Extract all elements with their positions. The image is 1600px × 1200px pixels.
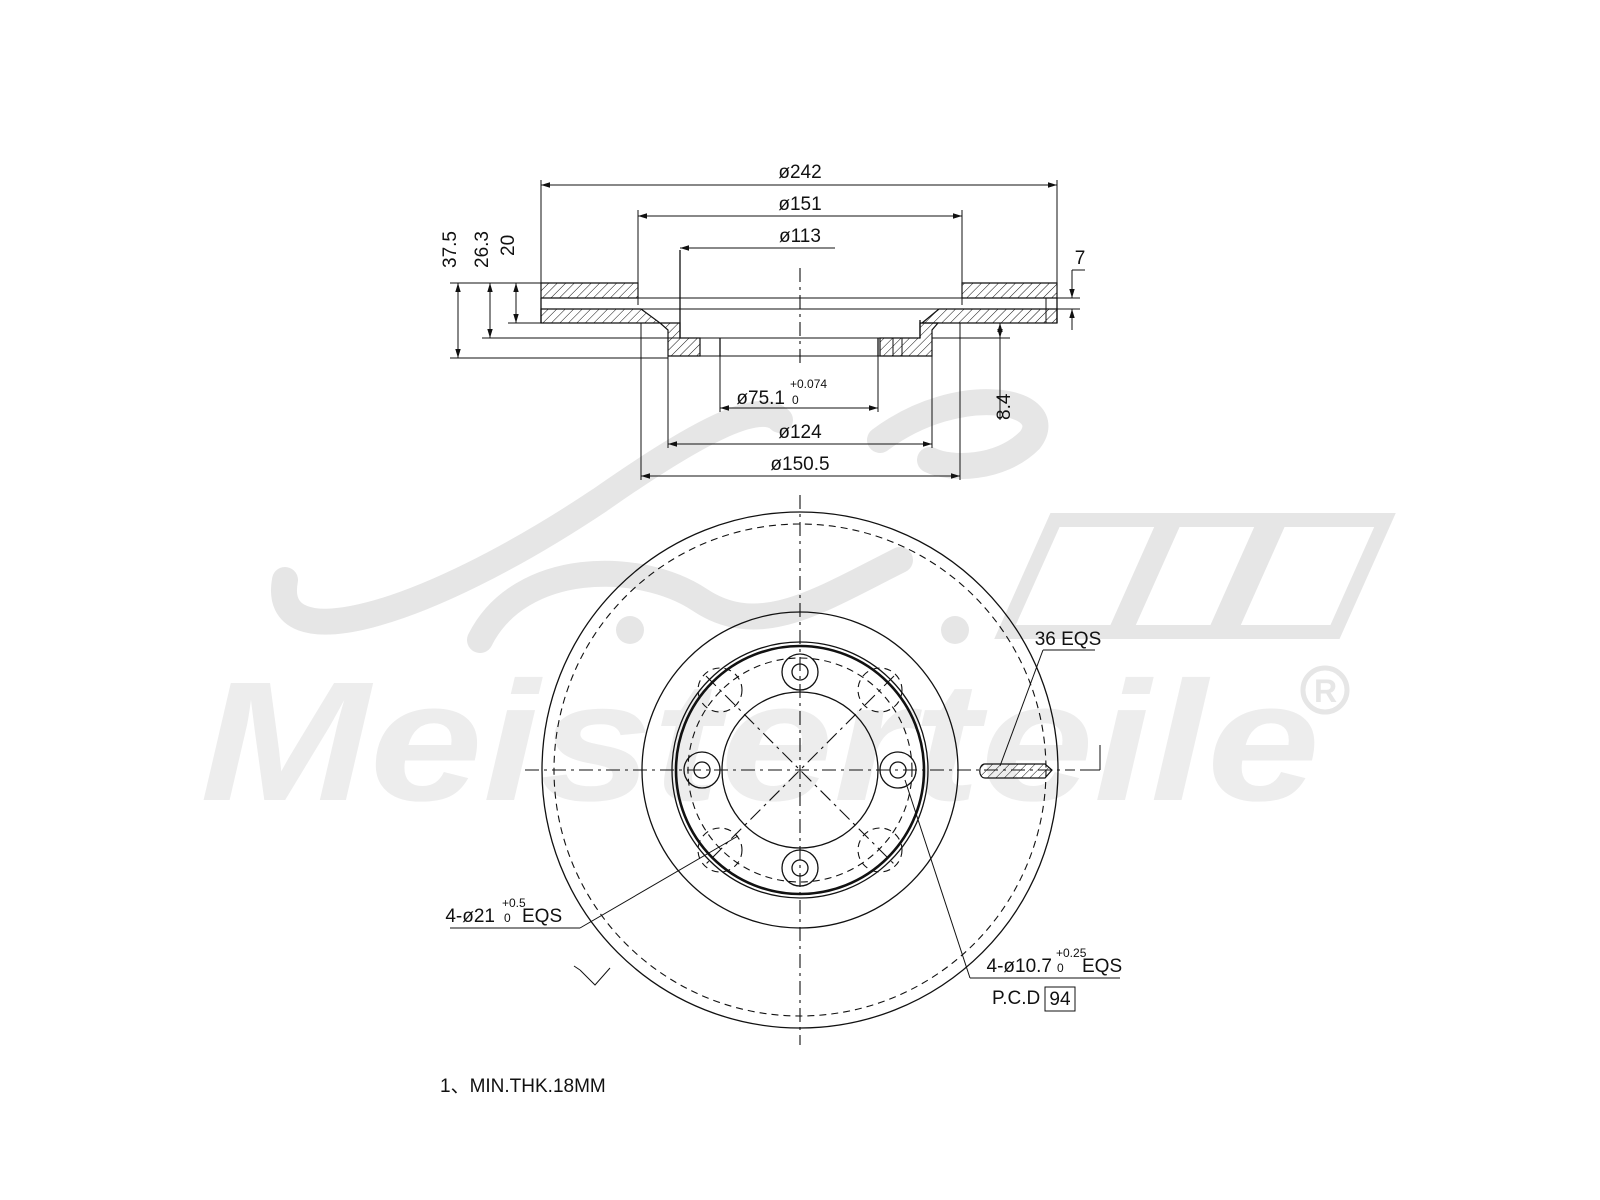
watermark-dot-2 — [941, 616, 969, 644]
pcd-value: 94 — [1049, 989, 1071, 1010]
dim-center-bore-tol-lower: 0 — [792, 393, 799, 407]
watermark-swoosh-2 — [467, 547, 913, 653]
registered-mark-circle — [1300, 665, 1350, 715]
upper-friction-plate-right — [961, 282, 1058, 299]
vent-count-label: 36 EQS — [1035, 629, 1102, 650]
min-thickness-note: 1、MIN.THK.18MM — [440, 1076, 606, 1097]
large-holes-suffix: EQS — [522, 906, 562, 927]
dim-overall-height: 37.5 — [440, 231, 461, 268]
watermark: Meisterteile R — [200, 389, 1396, 837]
dim-center-bore: ø75.1 — [736, 388, 785, 409]
dim-vent-gap: 7 — [1075, 248, 1086, 269]
large-hole-tr — [857, 667, 903, 713]
bolt-holes-label: 4-ø10.7 — [987, 956, 1052, 977]
pcd-label: P.C.D — [992, 988, 1040, 1009]
dim-flange-thickness: 8.4 — [994, 393, 1015, 420]
dim-hub-seat-diameter: ø124 — [778, 422, 822, 443]
section-view: ø242 ø151 ø113 ø75.1 +0.074 0 ø124 ø150.… — [440, 162, 1085, 480]
dim-hat-base-diameter: ø150.5 — [770, 454, 829, 475]
vent-slot — [979, 763, 1053, 779]
watermark-brand-name: Meisterteile — [200, 647, 1320, 837]
large-hole-tl — [697, 667, 743, 713]
watermark-stripes — [994, 513, 1396, 639]
dim-outer-diameter: ø242 — [778, 162, 821, 183]
dim-rotor-thickness: 20 — [498, 235, 519, 256]
bolt-holes-suffix: EQS — [1082, 956, 1122, 977]
dim-hat-height: 26.3 — [472, 231, 493, 268]
dim-hat-outer-diameter: ø113 — [779, 226, 821, 247]
large-holes-tol-upper: +0.5 — [502, 896, 526, 910]
pcd-box — [1044, 986, 1076, 1012]
bolt-holes-tol-lower: 0 — [1057, 961, 1064, 975]
bolt-hole-bottom — [781, 849, 819, 887]
large-hole-br — [857, 827, 903, 873]
registered-mark: R — [1314, 673, 1337, 709]
large-holes-tol-lower: 0 — [504, 911, 511, 925]
front-view: 36 EQS 4-ø21 +0.5 0 EQS 4-ø10.7 +0.25 0 … — [445, 495, 1122, 1045]
bolt-hole-left — [683, 751, 721, 789]
hat-wall-right — [879, 322, 940, 357]
watermark-dot-1 — [616, 616, 644, 644]
rotation-arrow — [579, 967, 611, 986]
watermark-swoosh-3 — [867, 389, 1049, 479]
dim-center-bore-tol-upper: +0.074 — [790, 377, 827, 391]
upper-friction-plate — [540, 282, 639, 299]
bolt-hole-right — [879, 751, 917, 789]
large-holes-label: 4-ø21 — [445, 906, 495, 927]
watermark-swoosh — [271, 400, 793, 635]
dim-friction-inner-diameter: ø151 — [778, 194, 821, 215]
bolt-holes-tol-upper: +0.25 — [1056, 946, 1087, 960]
lower-friction-plate-right — [920, 308, 1058, 324]
bolt-hole-top — [781, 653, 819, 691]
lower-friction-plate — [540, 308, 662, 324]
large-hole-bl — [697, 827, 743, 873]
